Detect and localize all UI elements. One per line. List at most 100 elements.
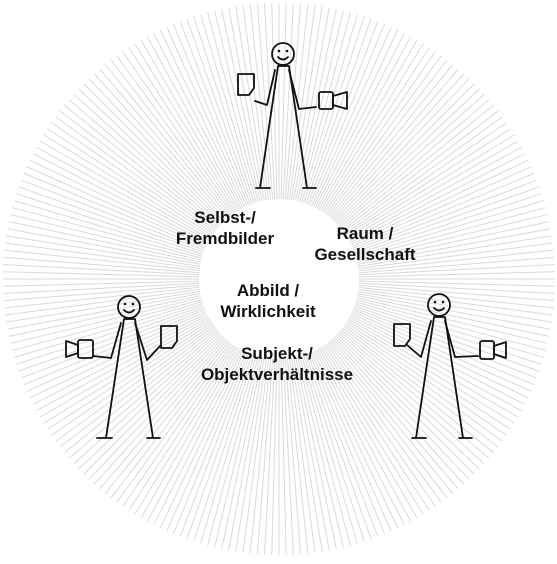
smiley-head-icon <box>117 295 141 319</box>
ray-line <box>350 312 529 399</box>
ray-line <box>301 355 358 544</box>
ray-line <box>355 200 544 257</box>
ray-line <box>104 340 230 494</box>
ray-line <box>12 207 202 259</box>
label-space-society-line2: Gesellschaft <box>314 245 416 264</box>
ray-line <box>159 350 246 529</box>
ray-line <box>309 23 386 206</box>
ray-line <box>68 330 219 459</box>
ray-line <box>83 83 223 223</box>
ray-line <box>51 122 214 235</box>
ray-line <box>356 297 548 344</box>
ray-line <box>7 293 201 330</box>
ray-line <box>221 357 263 550</box>
label-self-image-line2: Fremdbilder <box>175 229 275 248</box>
ray-line <box>200 14 257 203</box>
ray-line <box>322 345 430 511</box>
ray-line <box>328 64 454 218</box>
ray-line <box>43 320 212 424</box>
ray-line <box>320 346 424 515</box>
ray-line <box>312 29 399 208</box>
ray-line <box>47 322 213 430</box>
ray-line <box>357 291 552 323</box>
ray-line <box>78 333 222 470</box>
ray-line <box>6 291 201 323</box>
ray-line <box>104 64 230 218</box>
ray-line <box>200 355 257 544</box>
ray-line <box>332 73 465 220</box>
ray-line <box>179 353 251 537</box>
ray-line <box>68 99 219 228</box>
ray-line <box>23 172 206 249</box>
ray-line <box>280 3 287 200</box>
ray-line <box>343 325 503 442</box>
ray-line <box>256 3 274 200</box>
ray-line <box>214 10 261 202</box>
ray-line <box>256 358 274 555</box>
ray-line <box>357 295 550 337</box>
ray-line <box>10 297 202 344</box>
ray-line <box>336 88 480 225</box>
ray-line <box>309 352 386 535</box>
ray-line <box>6 235 201 267</box>
ray-line <box>339 99 490 228</box>
ray-line <box>5 242 200 270</box>
ray-line <box>311 351 392 532</box>
ray-line <box>16 193 204 255</box>
ray-line <box>186 18 253 204</box>
ray-line <box>357 235 552 267</box>
ray-line <box>314 32 405 208</box>
ray-line <box>307 353 379 537</box>
ray-line <box>47 128 213 236</box>
ray-line <box>3 264 200 276</box>
ray-line <box>284 358 302 555</box>
ray-line <box>140 348 240 519</box>
label-image-reality-line1: Abbild / <box>236 281 300 300</box>
video-camera-icon <box>479 340 507 360</box>
ray-line <box>316 349 412 522</box>
ray-line <box>325 343 442 503</box>
ray-line <box>335 83 475 223</box>
ray-line <box>316 36 412 209</box>
ray-line <box>221 8 263 201</box>
ray-line <box>333 336 470 480</box>
ray-line <box>358 249 554 272</box>
ray-line <box>357 221 550 263</box>
ray-line <box>10 214 202 261</box>
ray-line <box>350 314 526 405</box>
ray-line <box>322 47 430 213</box>
ray-line <box>36 146 209 242</box>
ray-line <box>242 5 270 200</box>
ray-line <box>3 280 200 287</box>
ray-line <box>59 110 216 231</box>
ray-line <box>288 358 316 553</box>
ray-line <box>134 43 238 212</box>
ray-line <box>116 343 233 503</box>
ray-line <box>93 73 226 220</box>
ray-line <box>83 335 223 475</box>
ray-line <box>353 179 537 251</box>
ray-line <box>358 280 555 287</box>
ray-line <box>179 21 251 205</box>
label-image-reality-line2: Wirklichkeit <box>220 302 316 321</box>
ray-line <box>349 146 522 242</box>
ray-line <box>29 159 208 246</box>
ray-line <box>18 305 204 372</box>
ray-line <box>3 282 200 294</box>
ray-line <box>122 344 235 507</box>
ray-line <box>350 159 529 246</box>
ray-line <box>55 325 215 442</box>
ray-line <box>351 166 532 247</box>
ray-line <box>356 299 546 351</box>
ray-line <box>350 153 526 244</box>
ray-line <box>328 340 454 494</box>
ray-line <box>110 59 231 216</box>
ray-line <box>345 128 511 236</box>
ray-line <box>207 356 259 546</box>
label-space-society: Raum / Gesellschaft <box>290 223 440 265</box>
ray-line <box>271 3 278 200</box>
ray-line <box>8 221 201 263</box>
ray-line <box>311 26 392 207</box>
ray-line <box>193 354 255 542</box>
